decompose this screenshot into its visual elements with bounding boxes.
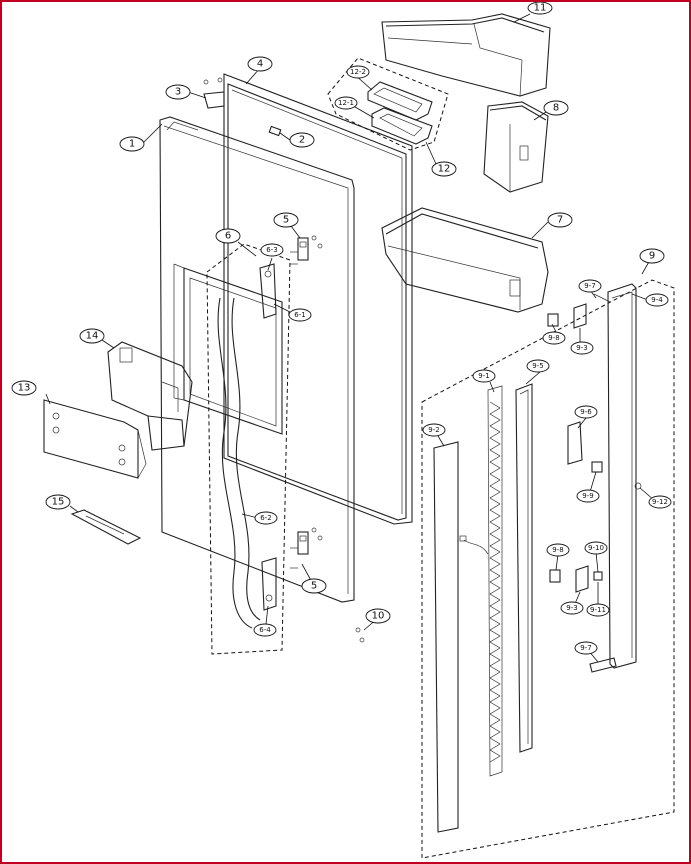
callout-5-lower: 5 — [301, 578, 327, 594]
part-12-group — [327, 57, 449, 151]
svg-text:11: 11 — [534, 3, 547, 14]
callout-12: 12 — [431, 161, 457, 177]
callout-15: 15 — [45, 494, 71, 510]
svg-text:9-6: 9-6 — [580, 408, 592, 416]
part-14-dispenser — [107, 341, 193, 451]
callout-9-9: 9-9 — [576, 489, 600, 503]
part-8-bin — [483, 101, 549, 193]
door-gasket — [223, 73, 413, 525]
callout-9-12: 9-12 — [648, 495, 672, 509]
svg-text:5: 5 — [311, 581, 317, 592]
part-7-shelf — [381, 207, 549, 313]
svg-text:9-12: 9-12 — [652, 498, 668, 506]
svg-text:1: 1 — [129, 139, 135, 150]
svg-text:5: 5 — [283, 215, 289, 226]
svg-text:8: 8 — [553, 103, 559, 114]
callout-9: 9 — [639, 248, 665, 264]
svg-text:12-1: 12-1 — [338, 99, 354, 107]
callout-7: 7 — [547, 212, 573, 228]
callout-9-5: 9-5 — [526, 359, 550, 373]
callout-3: 3 — [165, 84, 191, 100]
callout-12-1: 12-1 — [334, 96, 358, 110]
svg-text:9-10: 9-10 — [588, 544, 604, 552]
callout-6: 6 — [215, 228, 241, 244]
svg-text:9-7: 9-7 — [584, 282, 595, 290]
part-9-group — [421, 279, 675, 859]
callout-8: 8 — [543, 100, 569, 116]
door-panel — [159, 116, 355, 603]
svg-text:3: 3 — [175, 87, 181, 98]
svg-text:9-5: 9-5 — [532, 362, 543, 370]
callout-6-1: 6-1 — [288, 308, 312, 322]
part-10-screws — [355, 627, 365, 643]
svg-text:9-7: 9-7 — [580, 644, 591, 652]
part-3-bracket — [203, 77, 225, 109]
svg-text:9-1: 9-1 — [478, 372, 489, 380]
svg-text:9-8: 9-8 — [552, 546, 563, 554]
svg-text:9-3: 9-3 — [576, 344, 587, 352]
svg-text:13: 13 — [18, 383, 31, 394]
callout-9-3-lower: 9-3 — [560, 601, 584, 615]
part-5-hinge-upper — [290, 235, 323, 265]
svg-text:6-3: 6-3 — [266, 246, 277, 254]
part-13-cover — [43, 399, 147, 479]
svg-text:10: 10 — [372, 611, 385, 622]
callout-6-4: 6-4 — [253, 623, 277, 637]
part-5-hinge-lower — [290, 527, 323, 569]
part-6-group — [206, 243, 291, 655]
svg-text:15: 15 — [52, 497, 65, 508]
svg-text:12: 12 — [438, 164, 451, 175]
callout-14: 14 — [79, 328, 105, 344]
callout-9-4: 9-4 — [645, 293, 669, 307]
svg-text:6: 6 — [225, 231, 231, 242]
callout-9-7-lower: 9-7 — [574, 641, 598, 655]
callout-2: 2 — [289, 132, 315, 148]
callout-6-3: 6-3 — [260, 243, 284, 257]
svg-text:14: 14 — [86, 331, 99, 342]
callout-10: 10 — [365, 608, 391, 624]
svg-text:6-4: 6-4 — [259, 626, 271, 634]
svg-text:6-2: 6-2 — [260, 514, 271, 522]
svg-text:2: 2 — [299, 135, 305, 146]
svg-text:9-4: 9-4 — [651, 296, 663, 304]
svg-text:9-9: 9-9 — [582, 492, 593, 500]
callout-6-2: 6-2 — [254, 511, 278, 525]
part-2-clip — [268, 125, 282, 137]
callout-1: 1 — [119, 136, 145, 152]
callout-9-3-upper: 9-3 — [570, 341, 594, 355]
callout-9-1: 9-1 — [472, 369, 496, 383]
svg-text:12-2: 12-2 — [350, 68, 366, 76]
callout-12-2: 12-2 — [346, 65, 370, 79]
callout-9-2: 9-2 — [422, 423, 446, 437]
svg-text:9-2: 9-2 — [428, 426, 439, 434]
svg-text:9-11: 9-11 — [590, 606, 606, 614]
svg-text:4: 4 — [257, 59, 263, 70]
callout-5-upper: 5 — [273, 212, 299, 228]
callout-13: 13 — [11, 380, 37, 396]
callout-9-8-upper: 9-8 — [542, 331, 566, 345]
callout-9-10: 9-10 — [584, 541, 608, 555]
callout-4: 4 — [247, 56, 273, 72]
svg-text:7: 7 — [557, 215, 563, 226]
svg-text:9-8: 9-8 — [548, 334, 559, 342]
svg-text:9-3: 9-3 — [566, 604, 577, 612]
svg-text:6-1: 6-1 — [294, 311, 305, 319]
callout-9-6: 9-6 — [574, 405, 598, 419]
callout-9-7-upper: 9-7 — [578, 279, 602, 293]
svg-text:9: 9 — [649, 251, 655, 262]
part-15-bar — [70, 509, 142, 545]
callout-9-8-lower: 9-8 — [546, 543, 570, 557]
part-11-bin — [381, 13, 551, 97]
callout-9-11: 9-11 — [586, 603, 610, 617]
callout-11: 11 — [527, 2, 553, 15]
